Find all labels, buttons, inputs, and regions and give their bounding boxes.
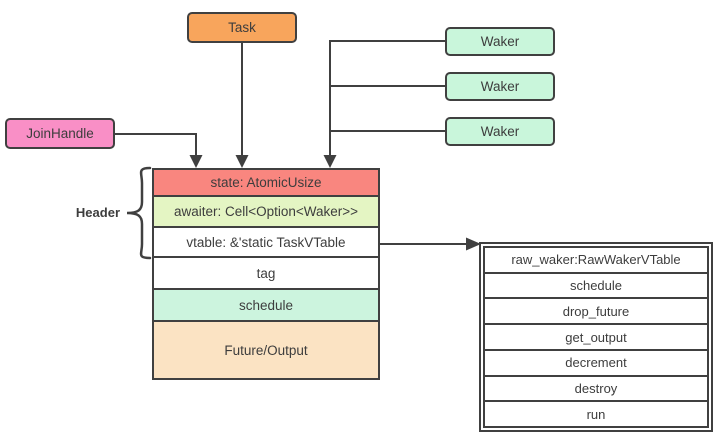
vtable-row-schedule: schedule — [483, 271, 709, 300]
struct-row-future-output: Future/Output — [154, 322, 378, 378]
header-label: Header — [75, 205, 120, 220]
task-node: Task — [187, 12, 297, 43]
raw-waker-vtable-table: raw_waker:RawWakerVTable schedule drop_f… — [479, 242, 713, 432]
struct-row-schedule: schedule — [154, 290, 378, 322]
vtable-row-drop-future: drop_future — [483, 297, 709, 326]
vtable-row-raw-waker: raw_waker:RawWakerVTable — [483, 246, 709, 274]
struct-row-state: state: AtomicUsize — [154, 170, 378, 197]
struct-row-vtable: vtable: &'static TaskVTable — [154, 228, 378, 258]
vtable-row-get-output: get_output — [483, 323, 709, 351]
task-arrow — [235, 42, 249, 168]
vtable-row-destroy: destroy — [483, 374, 709, 403]
joinhandle-node: JoinHandle — [5, 118, 115, 149]
vtable-row-run: run — [483, 400, 709, 429]
header-brace — [126, 166, 152, 260]
wakers-connector — [323, 40, 445, 168]
waker-node: Waker — [445, 72, 555, 101]
vtable-row-decrement: decrement — [483, 348, 709, 377]
waker-node: Waker — [445, 27, 555, 56]
joinhandle-arrow — [115, 133, 203, 168]
vtable-arrow — [380, 237, 481, 251]
struct-row-tag: tag — [154, 258, 378, 290]
waker-node: Waker — [445, 117, 555, 146]
struct-row-awaiter: awaiter: Cell<Option<Waker>> — [154, 197, 378, 228]
task-struct: state: AtomicUsize awaiter: Cell<Option<… — [152, 168, 380, 380]
